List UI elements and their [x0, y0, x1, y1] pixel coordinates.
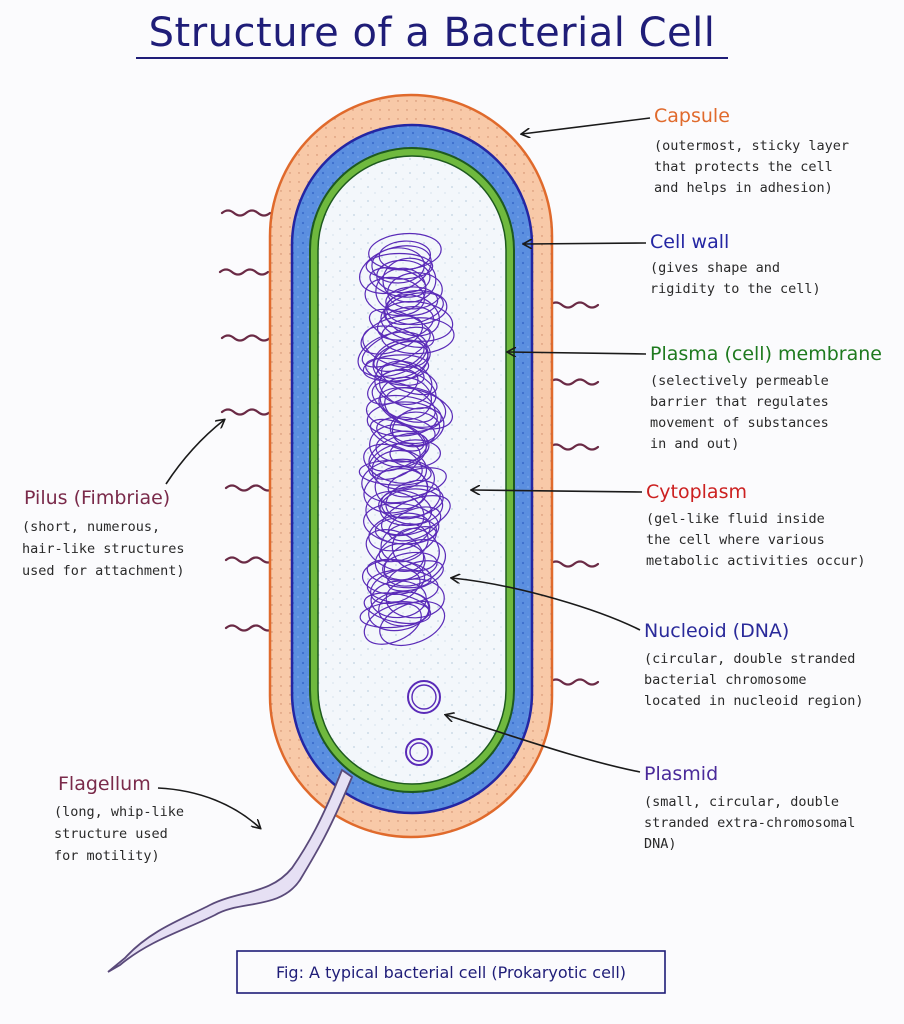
dna-loop [366, 401, 438, 437]
dna-loop [385, 578, 445, 619]
membrane-desc-1: (selectively permeable [650, 373, 829, 389]
pilus-desc-2: hair-like structures [22, 541, 185, 557]
plasmids [405, 680, 441, 766]
dna-loop [391, 527, 440, 572]
nucleoid-desc-2: bacterial chromosome [644, 672, 807, 688]
dna-loop [357, 331, 428, 378]
page-title: Structure of a Bacterial Cell [149, 10, 716, 56]
capsule-desc-1: (outermost, sticky layer [654, 138, 849, 154]
dna-loop [379, 369, 437, 410]
label-nucleoid: Nucleoid (DNA) (circular, double strande… [644, 620, 863, 709]
pilus-name: Pilus (Fimbriae) [24, 487, 170, 509]
dna-loop [380, 495, 451, 537]
dna-loop [360, 315, 424, 355]
membrane-name: Plasma (cell) membrane [650, 343, 882, 365]
dna-loop [385, 286, 439, 317]
cell-wall-name: Cell wall [650, 231, 729, 253]
capsule-name: Capsule [654, 105, 730, 127]
nucleoid-desc-3: located in nucleoid region) [644, 693, 863, 709]
dna-loop [361, 458, 435, 504]
dna-loop [365, 252, 434, 280]
dna-loop [366, 569, 439, 604]
dna-loop [375, 267, 427, 312]
pilus-desc-3: used for attachment) [22, 563, 185, 579]
dna-loop [365, 529, 425, 572]
dna-loop [376, 416, 436, 447]
figure-caption: Fig: A typical bacterial cell (Prokaryot… [276, 963, 626, 982]
pili-right [548, 301, 600, 686]
dna-loop [380, 363, 438, 396]
cell-wall-desc-2: rigidity to the cell) [650, 281, 821, 297]
flagellum-desc-3: for motility) [54, 848, 160, 864]
cell-wall-desc-1: (gives shape and [650, 260, 780, 276]
plasmid-desc-1: (small, circular, double [644, 794, 839, 810]
label-flagellum: Flagellum (long, whip-like structure use… [54, 773, 184, 864]
dna-loop [389, 439, 442, 468]
dna-loop [376, 340, 431, 380]
dna-loop [387, 560, 444, 592]
label-cell-wall: Cell wall (gives shape and rigidity to t… [650, 231, 821, 297]
cytoplasm-name: Cytoplasm [646, 481, 747, 503]
dna-loop [364, 276, 426, 317]
cytoplasm-desc-3: metabolic activities occur) [646, 553, 865, 569]
dna-loop [389, 411, 441, 445]
dna-loop [358, 459, 432, 486]
dna-loop [368, 442, 421, 480]
flagellum-desc-2: structure used [54, 826, 168, 842]
dna-loop [359, 600, 430, 629]
capsule-desc-3: and helps in adhesion) [654, 180, 833, 196]
dna-loop [368, 232, 442, 271]
dna-loop [362, 354, 430, 382]
label-pilus: Pilus (Fimbriae) (short, numerous, hair-… [22, 487, 185, 579]
nucleoid-name: Nucleoid (DNA) [644, 620, 789, 642]
flagellum-desc-1: (long, whip-like [54, 804, 184, 820]
plasmid-desc-2: stranded extra-chromosomal [644, 815, 855, 831]
dna-loop [363, 603, 422, 645]
pili-left [218, 209, 276, 632]
dna-loop [369, 418, 425, 452]
membrane-desc-2: barrier that regulates [650, 394, 829, 410]
caption-box [236, 950, 666, 994]
cytoplasm-desc-2: the cell where various [646, 532, 825, 548]
membrane-desc-4: in and out) [650, 436, 739, 452]
label-capsule: Capsule (outermost, sticky layer that pr… [654, 105, 849, 196]
flagellum-name: Flagellum [58, 773, 151, 795]
label-plasmid: Plasmid (small, circular, double strande… [644, 763, 855, 852]
plasmid-name: Plasmid [644, 763, 718, 785]
pointer-arrows [157, 117, 651, 828]
dna-loop [368, 590, 430, 632]
dna-loop [379, 488, 444, 527]
label-cytoplasm: Cytoplasm (gel-like fluid inside the cel… [646, 481, 865, 569]
dna-loop [368, 512, 431, 552]
dna-loop [378, 526, 437, 563]
dna-loop [359, 245, 432, 295]
dna-loop [370, 580, 427, 619]
dna-loop [363, 592, 432, 625]
dna-loop [384, 294, 440, 337]
dna-loop [380, 490, 433, 525]
pilus-desc-1: (short, numerous, [22, 519, 160, 535]
dna-loop [374, 360, 433, 406]
dna-loop [371, 247, 425, 284]
nucleoid-dna [357, 232, 455, 647]
capsule-desc-2: that protects the cell [654, 159, 833, 175]
nucleoid-desc-1: (circular, double stranded [644, 651, 855, 667]
dna-loop [388, 506, 442, 542]
label-membrane: Plasma (cell) membrane (selectively perm… [650, 343, 882, 452]
flagellum [107, 768, 354, 973]
plasmid-desc-3: DNA) [644, 836, 677, 852]
cytoplasm-desc-1: (gel-like fluid inside [646, 511, 825, 527]
dna-loop [387, 272, 443, 310]
membrane-desc-3: movement of substances [650, 415, 829, 431]
dna-loop [379, 600, 446, 647]
